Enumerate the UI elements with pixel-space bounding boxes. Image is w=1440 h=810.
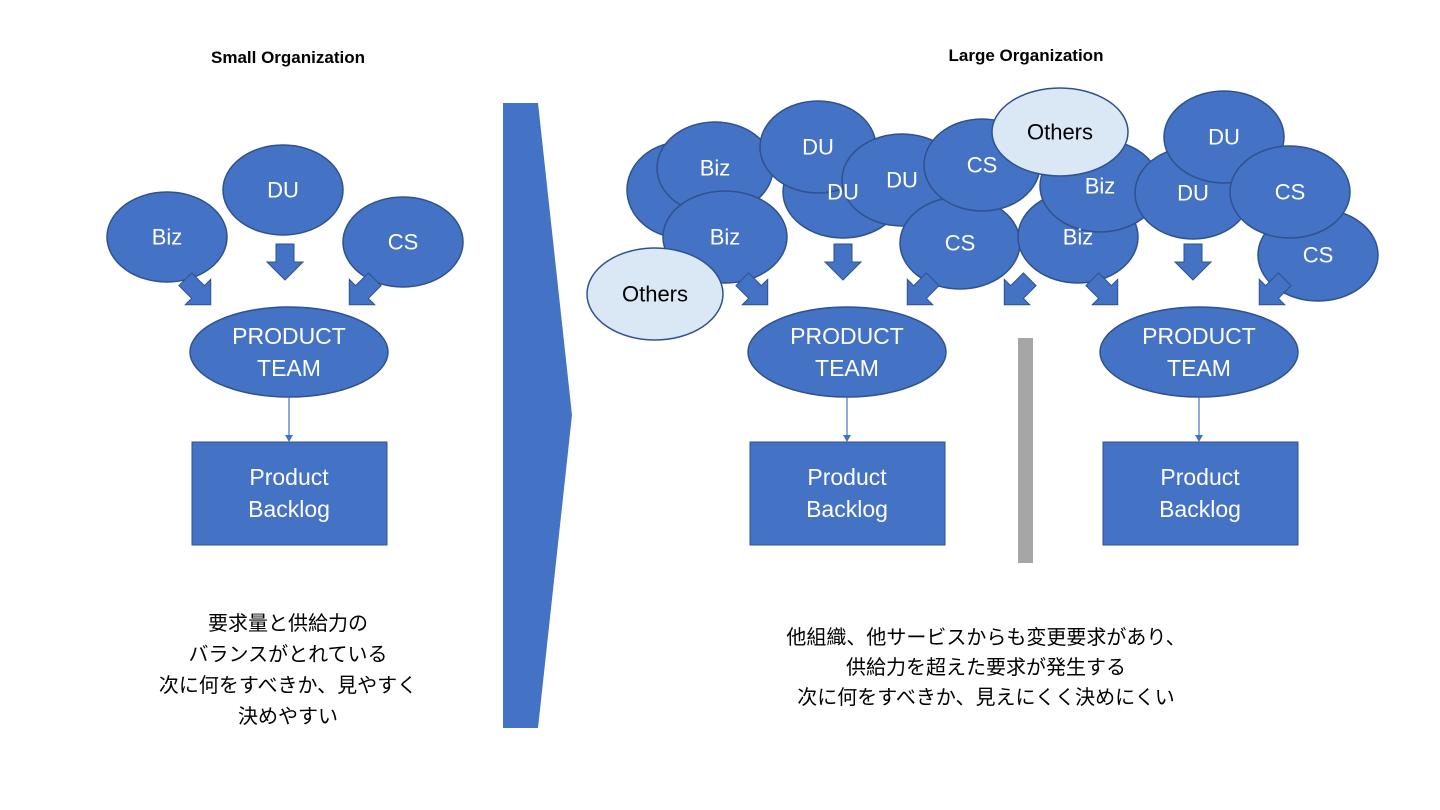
backlog-label: Product <box>249 464 329 490</box>
large-org-caption: 他組織、他サービスからも変更要求があり、 供給力を超えた要求が発生する 次に何を… <box>686 622 1286 712</box>
product-team-label: TEAM <box>257 355 321 381</box>
others-node <box>991 87 1129 177</box>
product-team-label: TEAM <box>815 355 879 381</box>
product-team-node <box>747 306 947 398</box>
small-org-title: Small Organization <box>211 48 365 67</box>
product-team-node <box>1099 306 1299 398</box>
product-backlog-box <box>1102 441 1299 546</box>
requester-node <box>222 144 344 236</box>
team-divider <box>1018 338 1033 563</box>
node-label: Biz <box>710 225 741 250</box>
node-label: Biz <box>152 225 183 250</box>
block-arrow <box>906 272 940 306</box>
block-arrow <box>1085 272 1119 306</box>
node-label: CS <box>1275 180 1306 205</box>
small-org-caption: 要求量と供給力の バランスがとれている 次に何をすべきか、見やすく 決めやすい <box>88 608 488 732</box>
backlog-label: Backlog <box>806 496 888 522</box>
product-team-label: PRODUCT <box>232 323 346 349</box>
product-team-label: PRODUCT <box>790 323 904 349</box>
caption-line: 次に何をすべきか、見えにくく決めにくい <box>797 685 1175 709</box>
caption-line: 次に何をすべきか、見やすく <box>158 673 418 697</box>
node-label: CS <box>1303 243 1334 268</box>
caption-line: 要求量と供給力の <box>208 611 368 635</box>
product-team-label: TEAM <box>1167 355 1231 381</box>
node-label: DU <box>267 178 299 203</box>
caption-line: 他組織、他サービスからも変更要求があり、 <box>786 625 1186 649</box>
block-arrow <box>735 272 769 306</box>
arrowhead <box>1195 435 1203 442</box>
product-backlog-box <box>749 441 946 546</box>
requester-node <box>1229 145 1351 239</box>
node-label: Biz <box>700 156 731 181</box>
node-label: Biz <box>1085 174 1116 199</box>
backlog-label: Product <box>807 464 887 490</box>
node-label: DU <box>802 135 834 160</box>
node-label: DU <box>886 168 918 193</box>
node-label: DU <box>827 180 859 205</box>
requester-node <box>106 191 228 283</box>
block-arrow <box>178 272 212 306</box>
product-backlog-box <box>191 441 388 546</box>
backlog-label: Backlog <box>248 496 330 522</box>
block-arrow <box>1003 272 1037 306</box>
product-team-label: PRODUCT <box>1142 323 1256 349</box>
requester-node <box>342 196 464 288</box>
caption-line: 決めやすい <box>238 704 338 728</box>
others-node <box>586 247 724 341</box>
node-label: DU <box>1177 181 1209 206</box>
node-label: CS <box>945 231 976 256</box>
node-label: Biz <box>1063 225 1094 250</box>
block-arrow <box>1173 243 1213 281</box>
node-label: Others <box>1027 120 1093 145</box>
large-org-title: Large Organization <box>948 46 1104 65</box>
arrowhead <box>285 435 293 442</box>
backlog-label: Product <box>1160 464 1240 490</box>
backlog-label: Backlog <box>1159 496 1241 522</box>
caption-line: バランスがとれている <box>188 642 388 666</box>
block-arrow <box>1258 272 1292 306</box>
transition-chevron <box>503 103 572 728</box>
block-arrow <box>823 243 863 281</box>
node-label: CS <box>388 230 419 255</box>
product-team-node <box>189 306 389 398</box>
arrowhead <box>843 435 851 442</box>
block-arrow <box>348 272 382 306</box>
node-label: DU <box>1208 125 1240 150</box>
caption-line: 供給力を超えた要求が発生する <box>846 655 1126 679</box>
node-label: CS <box>967 153 998 178</box>
node-label: Others <box>622 282 688 307</box>
block-arrow <box>265 243 305 281</box>
